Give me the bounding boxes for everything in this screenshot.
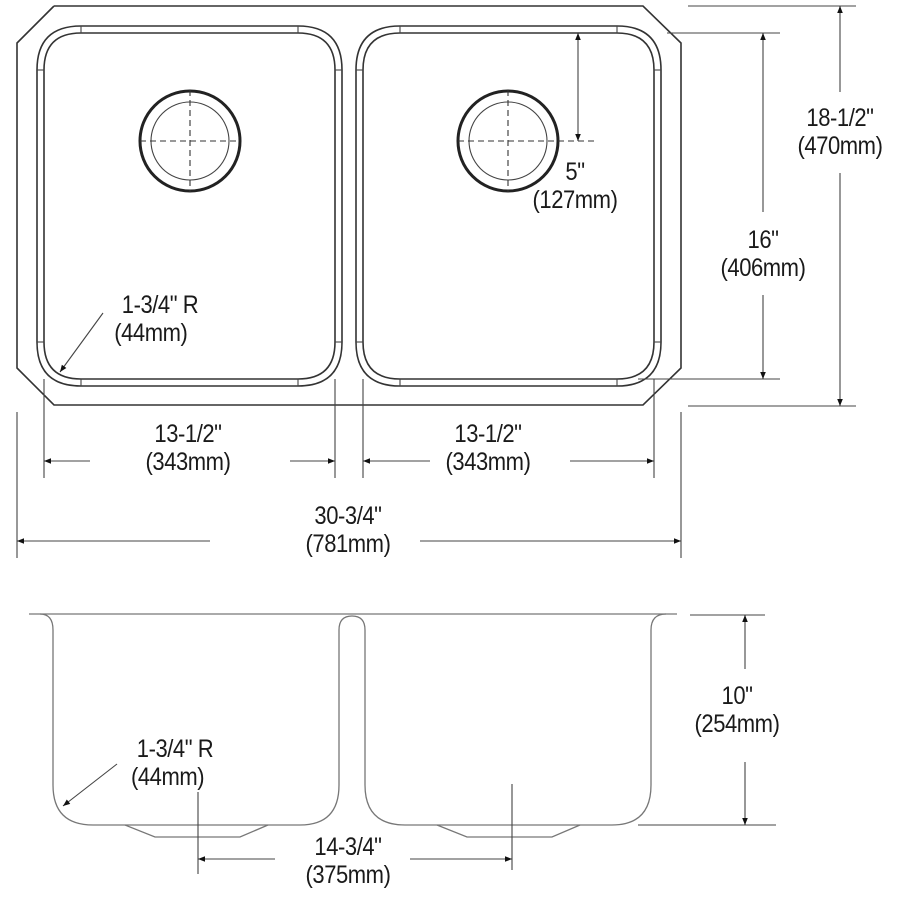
right-bowl-width-label: 13-1/2" (343mm) — [435, 420, 541, 476]
left-bowl-outline — [36, 25, 343, 387]
bowl-depth-imperial: 16" — [747, 226, 779, 254]
drain-spacing-imperial: 14-3/4" — [314, 833, 382, 861]
drain-icon-right — [456, 89, 596, 193]
corner-radius-leader — [59, 312, 104, 373]
left-bowl-width-label: 13-1/2" (343mm) — [135, 420, 241, 476]
side-corner-radius-metric: (44mm) — [131, 763, 205, 791]
drain-offset-imperial: 5" — [565, 158, 585, 186]
drain-spacing-label: 14-3/4" (375mm) — [291, 833, 405, 889]
right-bowl-width-imperial: 13-1/2" — [454, 420, 522, 448]
overall-depth-imperial: 18-1/2" — [806, 104, 874, 132]
right-bowl-width-metric: (343mm) — [445, 448, 531, 476]
drain-offset-metric: (127mm) — [532, 186, 618, 214]
left-bowl-profile — [39, 613, 667, 826]
side-view — [29, 613, 776, 874]
side-bowl-depth-label: 10" (254mm) — [680, 682, 794, 738]
overall-width-metric: (781mm) — [305, 530, 391, 558]
overall-width-imperial: 30-3/4" — [314, 502, 382, 530]
right-bowl-outline — [355, 25, 662, 387]
side-corner-radius-imperial: 1-3/4" R — [136, 735, 214, 763]
sink-outer-flange — [16, 5, 682, 406]
drain-spacing-metric: (375mm) — [305, 861, 391, 889]
bowl-depth-front-back-label: 16" (406mm) — [710, 226, 816, 282]
side-bowl-depth-imperial: 10" — [721, 682, 753, 710]
left-bowl-width-metric: (343mm) — [145, 448, 231, 476]
top-view — [16, 5, 856, 558]
drain-icon-left — [138, 89, 242, 193]
overall-depth-metric: (470mm) — [797, 132, 883, 160]
corner-radius-label-top: 1-3/4" R (44mm) — [107, 291, 213, 347]
bowl-depth-metric: (406mm) — [720, 254, 806, 282]
corner-radius-imperial: 1-3/4" R — [121, 291, 199, 319]
side-bowl-depth-metric: (254mm) — [694, 710, 780, 738]
left-bowl-width-imperial: 13-1/2" — [154, 420, 222, 448]
overall-depth-label: 18-1/2" (470mm) — [783, 104, 897, 160]
corner-radius-label-side: 1-3/4" R (44mm) — [122, 735, 228, 791]
corner-radius-metric: (44mm) — [114, 319, 188, 347]
drain-offset-label: 5" (127mm) — [527, 158, 624, 214]
overall-width-label: 30-3/4" (781mm) — [291, 502, 405, 558]
